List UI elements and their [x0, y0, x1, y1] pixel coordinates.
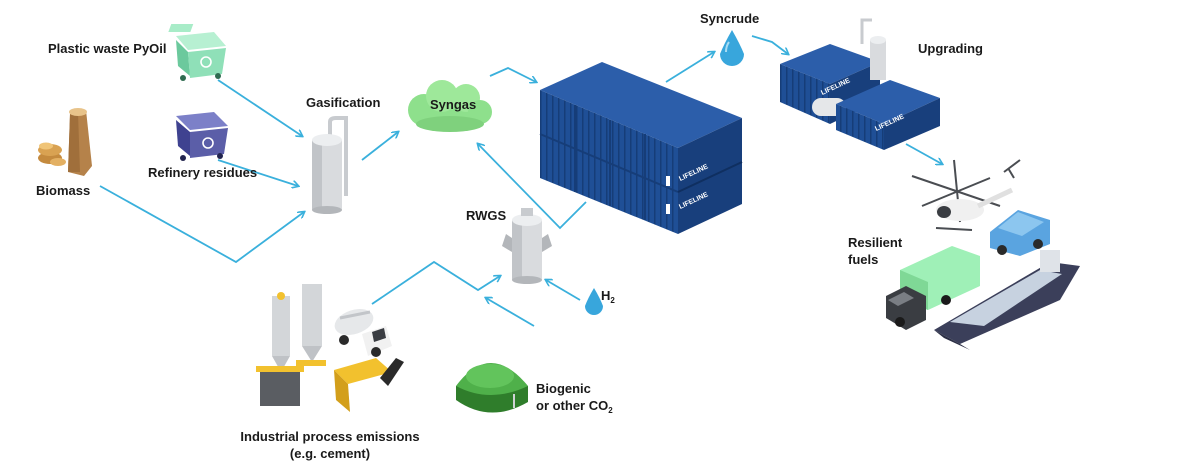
label-refinery-residues: Refinery residues: [148, 165, 258, 180]
arrow-biomass-to-gasification: [99, 185, 304, 264]
label-syngas: Syngas: [430, 97, 477, 112]
tanker-ship: [934, 250, 1080, 350]
car: [990, 210, 1050, 256]
reactor-container-block: [539, 62, 743, 234]
refinery-residues-bin: [176, 112, 228, 161]
h2-drop: [585, 288, 603, 315]
recycle-icon: [200, 56, 212, 68]
syncrude-drop: [720, 30, 744, 66]
label-plastic-waste: Plastic waste PyOil: [48, 41, 167, 56]
arrow-plastic-to-gasification: [217, 79, 302, 136]
arrow-rwgs-to-syngas: [478, 144, 587, 230]
syngas-cloud: [408, 80, 492, 132]
arrow-syngas-to-reactor: [489, 67, 536, 82]
arrow-reactor-to-syncrude: [665, 52, 714, 83]
label-resilient-fuels: Resilient fuels: [848, 235, 903, 267]
upgrading-unit: [780, 18, 940, 150]
label-gasification: Gasification: [306, 95, 381, 110]
arrow-gasification-to-syngas: [361, 132, 398, 161]
gasifier: [312, 116, 348, 214]
arrow-h2-to-rwgs: [546, 280, 581, 301]
label-h2: H2: [601, 288, 615, 305]
fuel-truck: [886, 246, 980, 330]
label-biomass: Biomass: [36, 183, 91, 198]
recycle-icon: [202, 137, 214, 149]
label-biogenic-co2: Biogenic or other CO2: [536, 381, 613, 415]
flow-arrows: [99, 35, 942, 327]
arrow-refinery-to-gasification: [217, 159, 298, 186]
lifeline-logo: [666, 204, 670, 214]
label-syncrude: Syncrude: [700, 11, 760, 26]
label-industrial-emissions: Industrial process emissions (e.g. cemen…: [240, 429, 420, 461]
label-upgrading: Upgrading: [918, 41, 983, 56]
arrow-syncrude-to-upgrading: [751, 35, 788, 54]
arrow-industrial-to-rwgs: [371, 260, 500, 305]
arrow-biogenic-to-rwgs: [486, 298, 535, 327]
rwgs-reactor: [502, 208, 552, 284]
lifeline-logo: [666, 176, 670, 186]
arrow-upgrading-to-fuels: [905, 143, 942, 164]
cement-truck: [334, 309, 392, 357]
plastic-waste-bin: [168, 24, 226, 81]
cement-plant: [256, 284, 404, 412]
helicopter: [911, 159, 1021, 231]
label-rwgs: RWGS: [466, 208, 507, 223]
biogas-digester: [456, 363, 528, 413]
biomass-logs: [38, 108, 92, 176]
